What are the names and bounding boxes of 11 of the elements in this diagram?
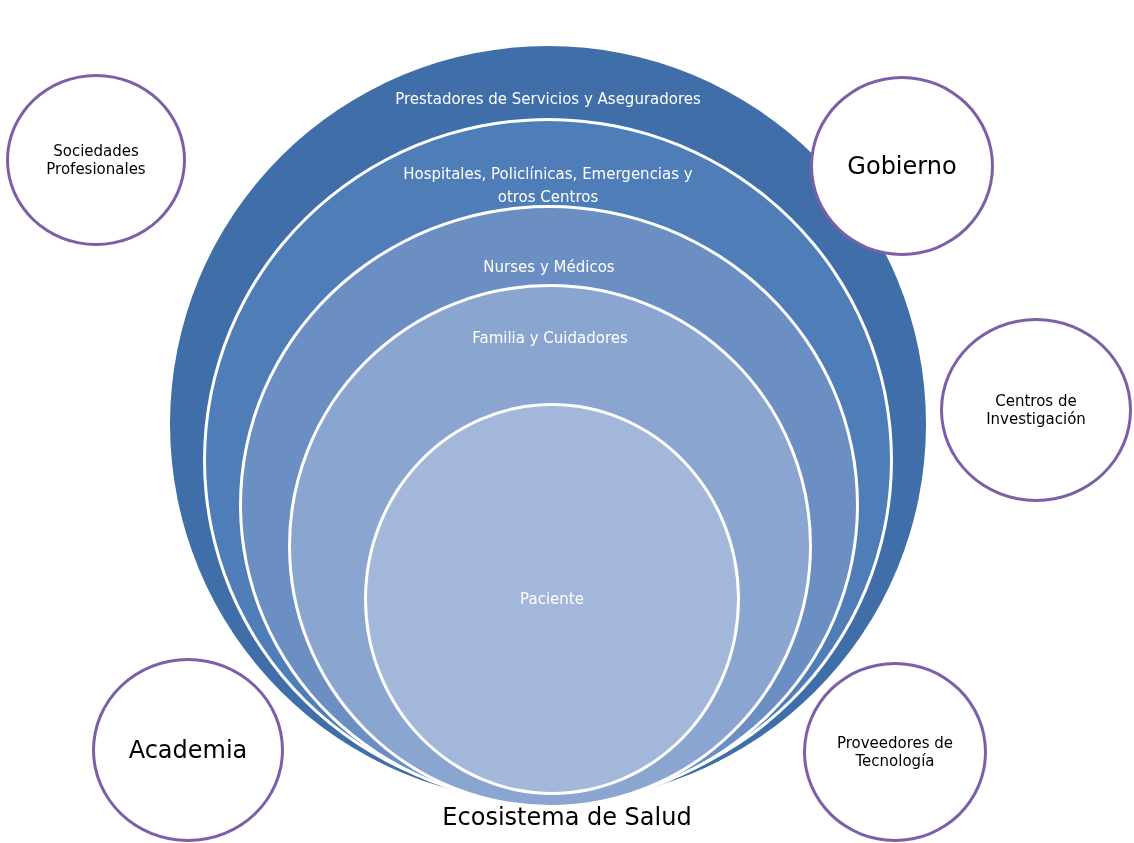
circle-label: Nurses y Médicos [482,257,616,278]
circle-label: Prestadores de Servicios y Aseguradores [394,89,702,110]
node-label: Centros de Investigación [985,392,1087,428]
circle-label: Familia y Cuidadores [471,328,629,349]
circle-label: Hospitales, Policlínicas, Emergencias y otros Centros [402,164,694,208]
circle-label: Paciente [519,588,585,610]
node-label: Academia [127,736,249,764]
node-label: Proveedores de Tecnología [835,734,955,770]
node-label: Sociedades Profesionales [45,142,147,178]
caption: Ecosistema de Salud [442,803,692,831]
node-label: Gobierno [846,152,958,180]
